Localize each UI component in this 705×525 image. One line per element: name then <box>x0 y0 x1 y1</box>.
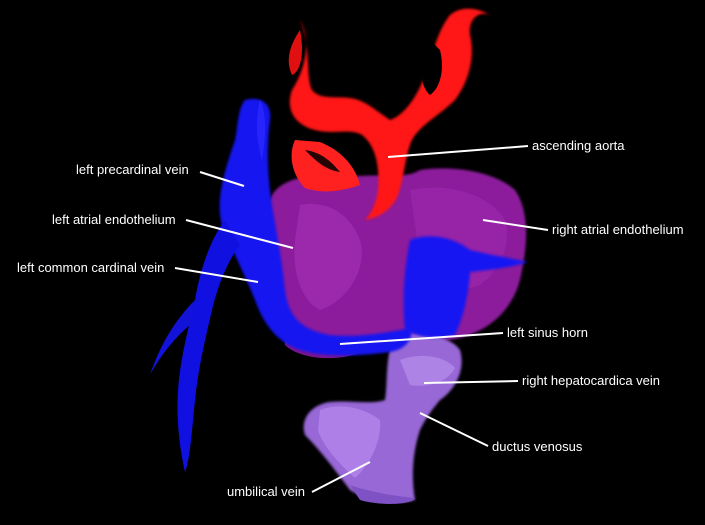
label-right-hepatocardica-vein: right hepatocardica vein <box>522 373 661 388</box>
ascending-aorta-structure <box>288 8 490 221</box>
label-umbilical-vein: umbilical vein <box>227 484 306 499</box>
label-left-common-cardinal-vein: left common cardinal vein <box>17 260 165 275</box>
ductus-venosus-complex <box>303 333 462 504</box>
label-ductus-venosus: ductus venosus <box>492 439 583 454</box>
leader-left-sinus-horn <box>339 332 504 345</box>
leader-lines <box>174 145 549 493</box>
leader-ascending-aorta <box>387 145 529 158</box>
leader-right-atrial-endothelium <box>482 219 549 231</box>
leader-left-common-cardinal-vein <box>174 267 259 283</box>
label-left-precardinal-vein: left precardinal vein <box>76 162 189 177</box>
leader-left-atrial-endothelium <box>185 219 294 249</box>
cardinal-veins <box>150 98 528 472</box>
leader-ductus-venosus <box>419 412 489 447</box>
label-left-atrial-endothelium: left atrial endothelium <box>52 212 176 227</box>
label-ascending-aorta: ascending aorta <box>532 138 625 153</box>
leader-right-hepatocardica-vein <box>423 380 519 384</box>
leader-left-precardinal-vein <box>199 171 245 187</box>
label-right-atrial-endothelium: right atrial endothelium <box>552 222 684 237</box>
label-left-sinus-horn: left sinus horn <box>507 325 588 340</box>
leader-umbilical-vein <box>311 461 371 493</box>
